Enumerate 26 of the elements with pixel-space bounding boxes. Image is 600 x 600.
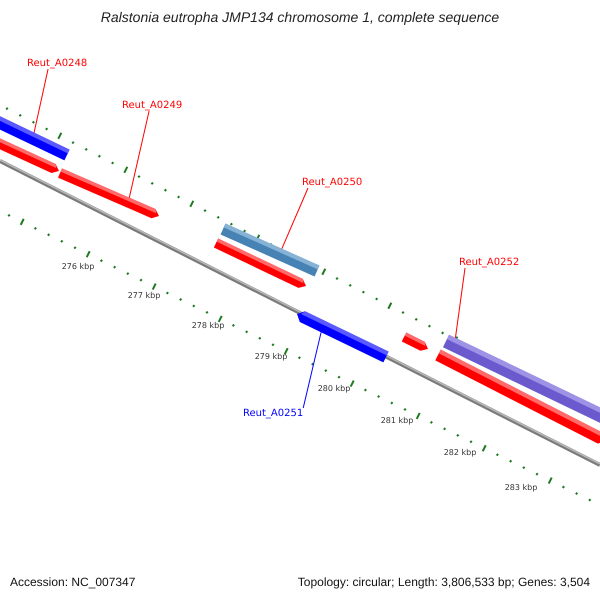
chart-title: Ralstonia eutropha JMP134 chromosome 1, complete sequence [100,9,500,25]
position-label: 276 kbp [62,262,94,271]
gene-bar [0,137,59,174]
gene-bar [297,311,389,362]
position-label: 281 kbp [380,416,414,425]
position-label: 283 kbp [504,483,538,492]
gene-label: Reut_A0250 [302,177,362,188]
info-text: Topology: circular; Length: 3,806,533 bp; Genes: 3,504 [298,575,590,589]
gene-bar [435,350,600,444]
info-text: Accession: NC_007347 [10,575,136,589]
gene-label: Reut_A0248 [27,58,88,69]
position-label: 278 kbp [192,321,224,330]
position-label: 277 kbp [128,291,160,300]
gene-label: Reut_A0249 [122,100,182,111]
gene-label: Reut_A0251 [243,408,304,419]
leader-line [454,268,466,338]
leader-line [128,110,150,198]
gene-bar [214,238,306,288]
gene-label: Reut_A0252 [459,257,520,268]
position-label: 280 kbp [318,384,350,393]
leader-line [302,332,322,408]
gene-bar [402,332,428,351]
leader-line [281,188,309,250]
position-label: 279 kbp [254,352,288,361]
leader-line [34,68,49,134]
gene-bar [58,168,159,218]
